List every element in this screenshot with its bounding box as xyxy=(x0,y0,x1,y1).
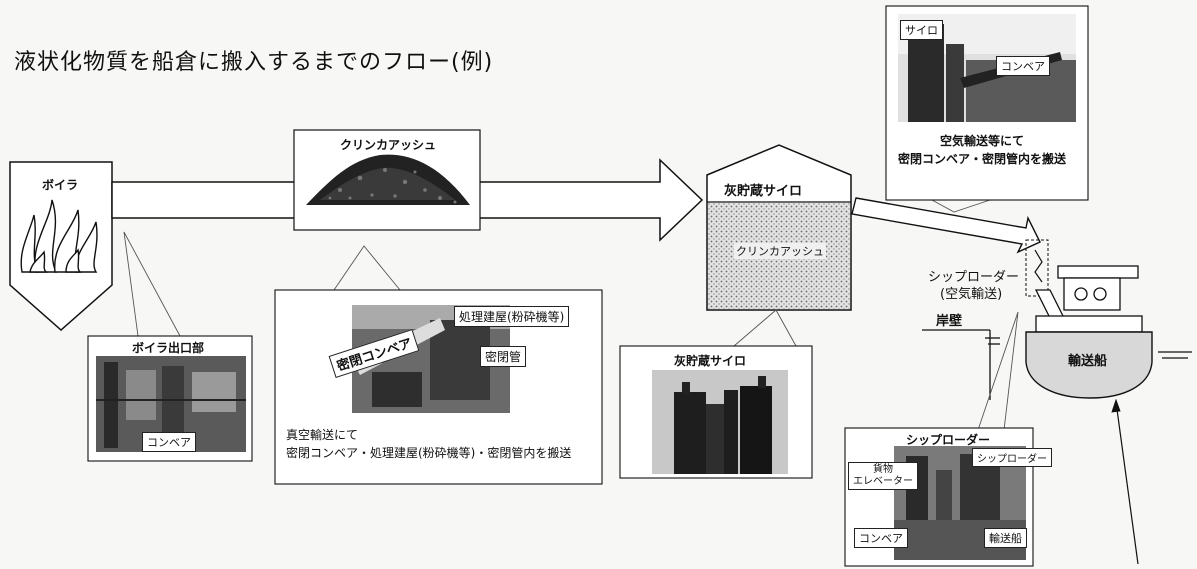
silo-photo-title: 灰貯蔵サイロ xyxy=(674,354,747,368)
silo-content-label: クリンカアッシュ xyxy=(734,243,826,259)
cargo-elevator-tag-line2: エレベーター xyxy=(853,476,913,487)
vacuum-caption-2: 密閉コンベア・処理建屋(粉砕機等)・密閉管内を搬送 xyxy=(286,446,572,460)
callout-pointer-vacuum xyxy=(333,245,401,291)
air-conveyor-tag: コンベア xyxy=(996,56,1050,76)
callout-pointer-air xyxy=(931,199,991,213)
callout-pointer-boiler xyxy=(123,231,181,337)
silo-label: 灰貯蔵サイロ xyxy=(724,184,803,199)
page-title: 液状化物質を船倉に搬入するまでのフロー(例) xyxy=(14,50,494,75)
flow-arrow-silo-to-ship xyxy=(851,197,1041,254)
callout-pointer-silo xyxy=(733,309,797,347)
air-caption-2: 密閉コンベア・密閉管内を搬送 xyxy=(898,152,1067,166)
loader-photo-title: シップローダー xyxy=(906,433,991,447)
sealed-pipe-tag: 密閉管 xyxy=(480,346,527,367)
quay-label: 岸壁 xyxy=(936,314,963,329)
quay xyxy=(922,329,1192,400)
air-silo-tag: サイロ xyxy=(900,20,943,40)
cargo-elevator-tag: 貨物 エレベーター xyxy=(848,462,918,490)
pointer-arrowhead xyxy=(1111,398,1121,413)
ship-hull xyxy=(1025,315,1153,399)
loader-conveyor-tag: コンベア xyxy=(854,528,908,548)
processing-building-tag: 処理建屋(粉砕機等) xyxy=(454,306,570,327)
boiler-label: ボイラ xyxy=(42,178,79,192)
silo-photo xyxy=(652,370,788,474)
flame-icon xyxy=(20,199,98,273)
loader-ship-loader-tag: シップローダー xyxy=(972,448,1052,467)
cargo-elevator-tag-line1: 貨物 xyxy=(873,464,893,475)
boiler-exit-conveyor-tag: コンベア xyxy=(142,432,196,452)
ship-loader-sublabel: (空気輸送) xyxy=(940,287,1003,302)
ship-loader-label: シップローダー xyxy=(928,270,1020,285)
pointer-arrow-line xyxy=(1115,401,1139,565)
vacuum-caption-1: 真空輸送にて xyxy=(286,428,359,442)
ship-loader-structure xyxy=(1034,265,1139,319)
loader-ship-tag: 輸送船 xyxy=(984,528,1027,548)
ship-loader-highlight xyxy=(1025,239,1049,297)
callout-pointer-loader xyxy=(977,311,1019,431)
boiler-exit-title: ボイラ出口部 xyxy=(132,341,205,355)
ship-label: 輸送船 xyxy=(1068,354,1108,369)
clinker-pile-image xyxy=(306,154,470,205)
clinker-label: クリンカアッシュ xyxy=(340,138,437,152)
air-caption-1: 空気輸送等にて xyxy=(940,134,1025,148)
